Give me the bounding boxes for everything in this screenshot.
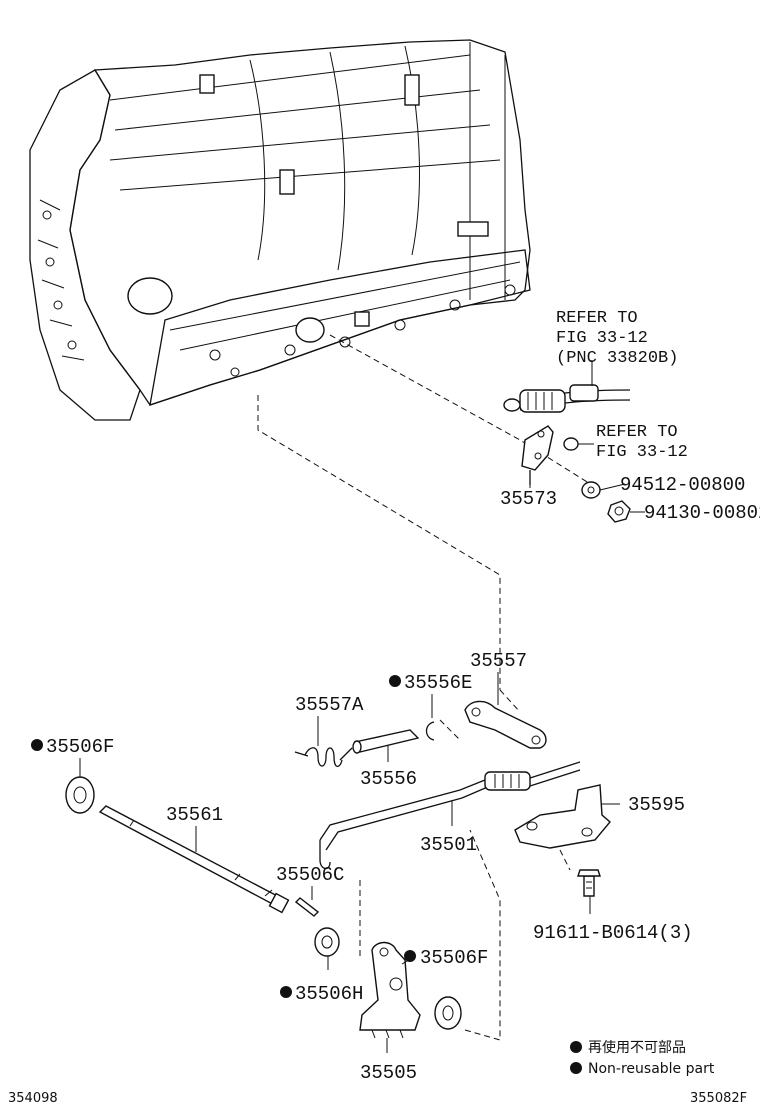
cable-end-assembly — [503, 384, 631, 413]
shaft-35561 — [98, 805, 290, 914]
part-label-94130: 94130-00802 — [644, 502, 760, 524]
ref2-line1: REFER TO — [596, 423, 678, 442]
part-label-35573: 35573 — [500, 488, 557, 510]
seal-35506F-top — [65, 776, 95, 814]
part-label-94512: 94512-00800 — [620, 474, 745, 496]
legend-en: Non-reusable part — [588, 1061, 715, 1077]
clip-35556E — [425, 721, 435, 741]
legend-dot-en — [570, 1062, 582, 1074]
ref1-line2: FIG 33-12 — [556, 329, 648, 348]
code-left: 354098 — [8, 1091, 58, 1106]
part-label-35556: 35556 — [360, 768, 417, 790]
washer-94512 — [581, 481, 601, 499]
part-label-35506F-top: 35506F — [46, 736, 114, 758]
part-label-35506F-bottom: 35506F — [420, 947, 488, 969]
non-reusable-dot — [404, 950, 416, 962]
non-reusable-dot — [280, 986, 292, 998]
part-label-35561: 35561 — [166, 804, 223, 826]
part-label-35506H: 35506H — [295, 983, 363, 1005]
part-label-91611: 91611-B0614(3) — [533, 922, 693, 944]
part-label-35506C: 35506C — [276, 864, 344, 886]
part-label-35557: 35557 — [470, 650, 527, 672]
bracket-35595 — [514, 784, 611, 849]
label-leaders — [79, 360, 645, 1053]
lever-35505 — [359, 941, 421, 1039]
part-label-35501: 35501 — [420, 834, 477, 856]
part-label-35557A: 35557A — [295, 694, 364, 716]
legend: 再使用不可部品 Non-reusable part — [570, 1039, 715, 1077]
lever-35557 — [464, 700, 547, 749]
grommet-35506H — [314, 927, 340, 957]
leader-lines — [257, 334, 601, 1041]
ref1-line1: REFER TO — [556, 309, 638, 328]
non-reusable-dot — [389, 675, 401, 687]
cable-35501 — [319, 761, 581, 870]
nut-94130 — [607, 500, 631, 523]
spring-35557A — [294, 747, 353, 768]
part-label-35595: 35595 — [628, 794, 685, 816]
legend-jp: 再使用不可部品 — [588, 1039, 686, 1056]
pin-35506C — [294, 897, 320, 917]
ref1-line3: (PNC 33820B) — [556, 349, 678, 368]
seal-35506F-bottom — [434, 996, 462, 1030]
part-label-35556E: 35556E — [404, 672, 472, 694]
ref-label-1: REFER TO FIG 33-12 (PNC 33820B) — [556, 309, 678, 368]
ref-label-2: REFER TO FIG 33-12 — [596, 423, 688, 462]
pin-35556 — [352, 729, 420, 754]
code-right: 355082F — [690, 1091, 747, 1106]
nut-ref — [563, 437, 579, 451]
part-label-35505: 35505 — [360, 1062, 417, 1084]
non-reusable-dot — [31, 739, 43, 751]
ref2-line2: FIG 33-12 — [596, 443, 688, 462]
bracket-35573 — [521, 425, 554, 485]
transmission-housing — [29, 39, 531, 421]
legend-dot-jp — [570, 1041, 582, 1053]
bolt-91611 — [577, 869, 601, 897]
